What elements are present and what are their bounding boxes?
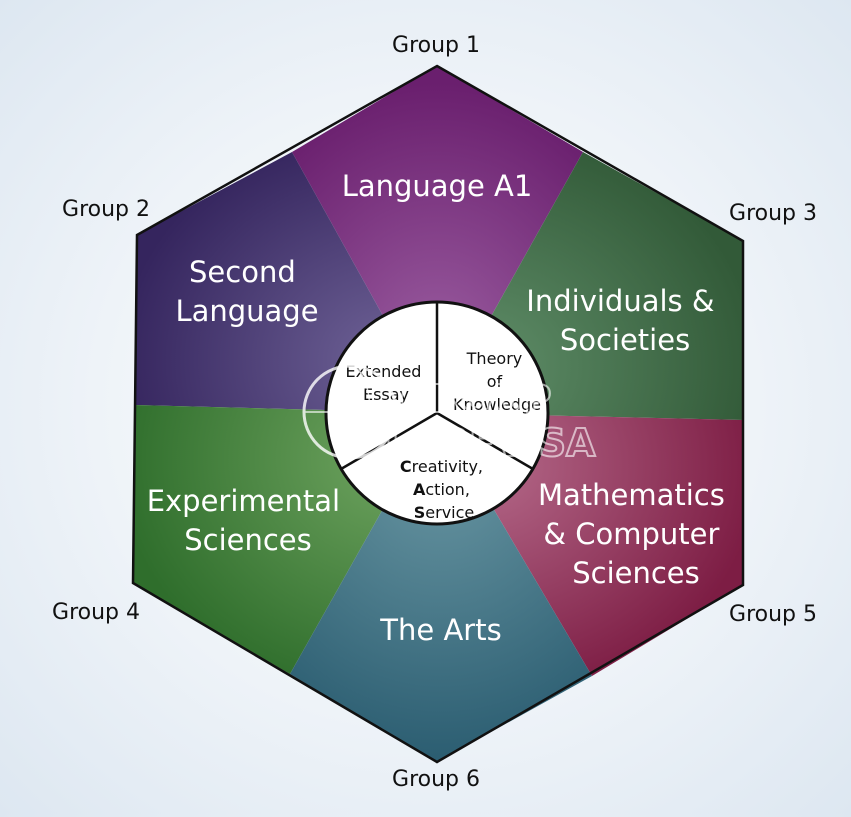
- hexagon-outline: [131, 64, 745, 764]
- watermark-line1: GROUP: [400, 377, 551, 421]
- segment-label-group6: The Arts: [379, 613, 501, 647]
- segment-label-group3: Individuals & Societies: [526, 284, 723, 357]
- group-label-5: Group 5: [729, 602, 817, 627]
- core-divider-left: [340, 411, 438, 471]
- segment-label-group2: Second Language: [175, 255, 318, 328]
- watermark-logo: GROUP LOBEVISA: [302, 364, 597, 466]
- group-label-3: Group 3: [729, 201, 817, 226]
- core-divider-right: [436, 411, 534, 471]
- core-label-cas: Creativity, Action, Service: [400, 457, 488, 522]
- segment-label-group4: Experimental Sciences: [147, 484, 350, 557]
- segment-group6: [290, 413, 592, 762]
- core-label-theory-of-knowledge: Theory of Knowledge: [453, 349, 541, 414]
- watermark-line2: LOBEVISA: [385, 421, 596, 465]
- group-label-4: Group 4: [52, 600, 140, 625]
- group-label-1: Group 1: [392, 33, 480, 58]
- segment-label-group5: Mathematics & Computer Sciences: [538, 478, 734, 590]
- group-label-2: Group 2: [62, 197, 150, 222]
- core-label-extended-essay: Extended Essay: [345, 362, 426, 404]
- segment-label-group1: Language A1: [342, 169, 533, 203]
- segment-group1: [292, 66, 583, 413]
- group-label-6: Group 6: [392, 767, 480, 792]
